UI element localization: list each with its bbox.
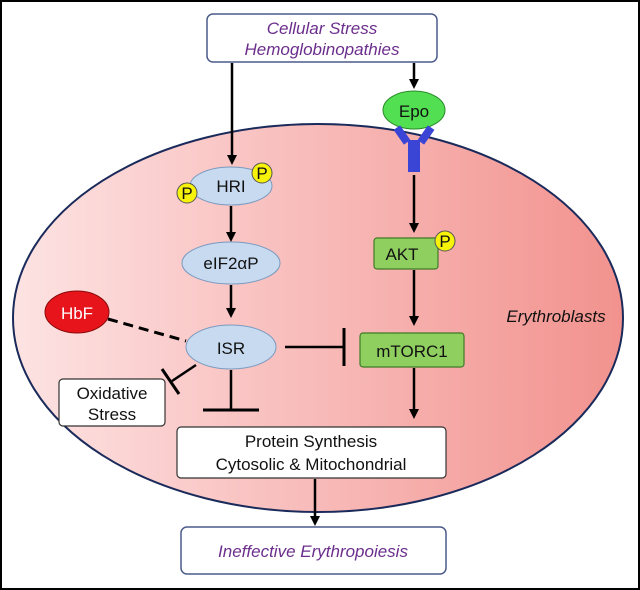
eif2a-label: eIF2αP: [203, 254, 258, 273]
cytosolic-mitochondrial-text: Cytosolic & Mitochondrial: [216, 455, 407, 474]
erythroblasts-label: Erythroblasts: [506, 307, 606, 326]
epo-node: Epo: [382, 90, 446, 130]
phospho-label: P: [181, 184, 192, 203]
phospho-badge: P: [251, 162, 273, 184]
ineffective-erythropoiesis-box: Ineffective Erythropoiesis: [180, 526, 447, 575]
mtorc1-label: mTORC1: [376, 342, 447, 361]
phospho-label: P: [256, 164, 267, 183]
epo-receptor-icon: [393, 125, 435, 172]
protein-synthesis-text: Protein Synthesis: [245, 432, 377, 451]
akt-node: AKT: [373, 237, 439, 270]
phospho-label: P: [439, 232, 450, 251]
isr-label: ISR: [217, 339, 245, 358]
isr-inhibit-oxidative-line: [171, 363, 197, 383]
ineffective-erythropoiesis-text: Ineffective Erythropoiesis: [218, 542, 408, 561]
isr-inhibit-oxidative-bar: [160, 368, 181, 395]
cellular-stress-box: Cellular Stress Hemoglobinopathies: [206, 13, 438, 63]
cellular-stress-text: Cellular Stress: [267, 19, 378, 38]
oxidative-stress-box: Oxidative Stress: [58, 378, 166, 427]
hbf-label: HbF: [61, 304, 93, 323]
eif2a-node: eIF2αP: [181, 241, 281, 285]
hri-node: HRI: [189, 166, 273, 206]
stress-text: Stress: [88, 405, 136, 424]
epo-label: Epo: [399, 102, 429, 121]
protein-synthesis-box: Protein Synthesis Cytosolic & Mitochondr…: [176, 426, 447, 479]
oxidative-text: Oxidative: [77, 384, 148, 403]
hbf-isr-dashed-link: [107, 317, 187, 343]
hri-label: HRI: [216, 177, 245, 196]
phospho-badge: P: [176, 182, 198, 204]
akt-label: AKT: [385, 245, 418, 264]
hemoglobinopathies-text: Hemoglobinopathies: [245, 40, 400, 59]
phospho-badge: P: [434, 230, 456, 252]
hbf-node: HbF: [44, 290, 110, 334]
mtorc1-node: mTORC1: [359, 332, 465, 368]
isr-node: ISR: [185, 324, 277, 370]
